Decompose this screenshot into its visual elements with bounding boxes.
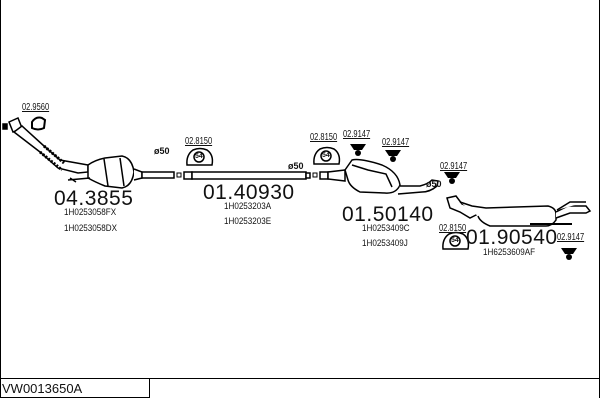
front-pipe-icon (12, 125, 89, 174)
rubber-mount-icon (444, 172, 460, 184)
rubber-mount-icon (385, 150, 401, 162)
clamp-size-label: 54 (195, 153, 203, 160)
connector-1 (176, 172, 182, 178)
clamp-size-label: 54 (451, 237, 459, 244)
oem-number: 1H0253203E (224, 216, 272, 227)
oem-number: 1H0253409C (362, 223, 410, 234)
rubber-mount-part-number: 02.9147 (440, 161, 468, 172)
part-number[interactable]: 01.50140 (342, 203, 434, 226)
rear-silencer-icon (446, 195, 592, 227)
oem-number: 1H0253203A (224, 201, 272, 212)
catalytic-converter-icon (67, 155, 175, 189)
oem-number: 1H0253058FX (64, 207, 117, 218)
clamp-part-number: 02.8150 (439, 223, 467, 234)
clamp-size-label: 54 (322, 152, 330, 159)
intermediate-pipe-icon (183, 171, 311, 180)
oem-number: 1H0253409J (362, 238, 408, 249)
footer-divider (0, 378, 600, 379)
gasket-part-number: 02.9560 (22, 102, 50, 113)
clamp-part-number: 02.8150 (185, 136, 213, 147)
part-number[interactable]: 04.3855 (54, 187, 134, 210)
part-number[interactable]: 01.90540 (466, 226, 558, 249)
gasket-icon (31, 116, 47, 131)
clamp-icon (313, 146, 341, 165)
rubber-mount-icon (350, 144, 366, 156)
part-number[interactable]: 01.40930 (203, 181, 295, 204)
oem-number: 1H0253058DX (64, 223, 117, 234)
diameter-label: ø50 (288, 161, 304, 171)
rubber-mount-part-number: 02.9147 (382, 137, 410, 148)
diagram-code: VW0013650A (0, 378, 150, 398)
diameter-label: ø50 (154, 146, 170, 156)
diameter-label: ø50 (426, 179, 442, 189)
clamp-icon (442, 231, 470, 250)
oem-number: 1H6253609AF (483, 247, 536, 258)
rubber-mount-part-number: 02.9147 (557, 232, 585, 243)
clamp-part-number: 02.8150 (310, 132, 338, 143)
middle-silencer-icon (319, 158, 439, 195)
rubber-mount-icon (561, 248, 577, 260)
clamp-icon (186, 147, 214, 166)
connector-2 (312, 172, 318, 178)
rubber-mount-part-number: 02.9147 (343, 129, 371, 140)
